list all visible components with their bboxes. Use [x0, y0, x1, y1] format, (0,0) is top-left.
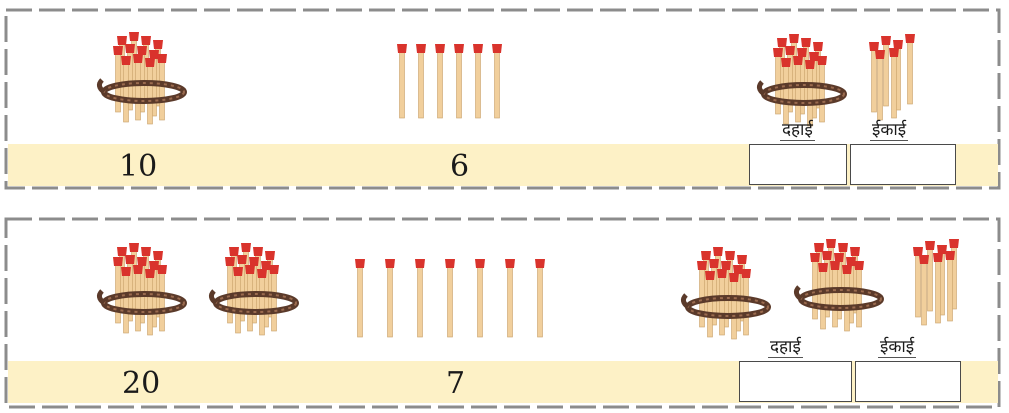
ones-answer-box[interactable]: [850, 144, 956, 185]
ones-number: 7: [446, 366, 466, 401]
row-1-frame: [4, 8, 1001, 190]
ones-number: 6: [450, 149, 470, 184]
matchstick-bundle-icon: [96, 32, 187, 125]
matchstick-bundle-icon: [96, 243, 187, 336]
tens-answer-box[interactable]: [739, 361, 852, 402]
ones-label: ईकाई: [878, 337, 917, 358]
loose-matchsticks-icon: [355, 259, 545, 338]
matchstick-bundle-icon: [756, 34, 847, 127]
loose-matchsticks-icon: [869, 34, 915, 121]
loose-matchsticks-icon: [397, 44, 502, 119]
exercise-row-2: 20 7 दहाई ईकाई: [4, 215, 1004, 411]
tens-number: 10: [119, 149, 158, 184]
matchstick-bundle-icon: [793, 239, 884, 332]
matchstick-bundle-icon: [208, 243, 299, 336]
tens-answer-box[interactable]: [749, 144, 847, 185]
row-2-frame: [4, 217, 1001, 409]
tens-label: दहाई: [780, 120, 815, 141]
tens-label: दहाई: [768, 337, 803, 358]
ones-answer-box[interactable]: [855, 361, 961, 402]
matchstick-bundle-icon: [680, 247, 771, 340]
ones-label: ईकाई: [870, 120, 909, 141]
tens-number: 20: [122, 366, 161, 401]
loose-matchsticks-icon: [913, 239, 959, 326]
exercise-row-1: 10 6 दहाई ईकाई: [4, 6, 1004, 192]
